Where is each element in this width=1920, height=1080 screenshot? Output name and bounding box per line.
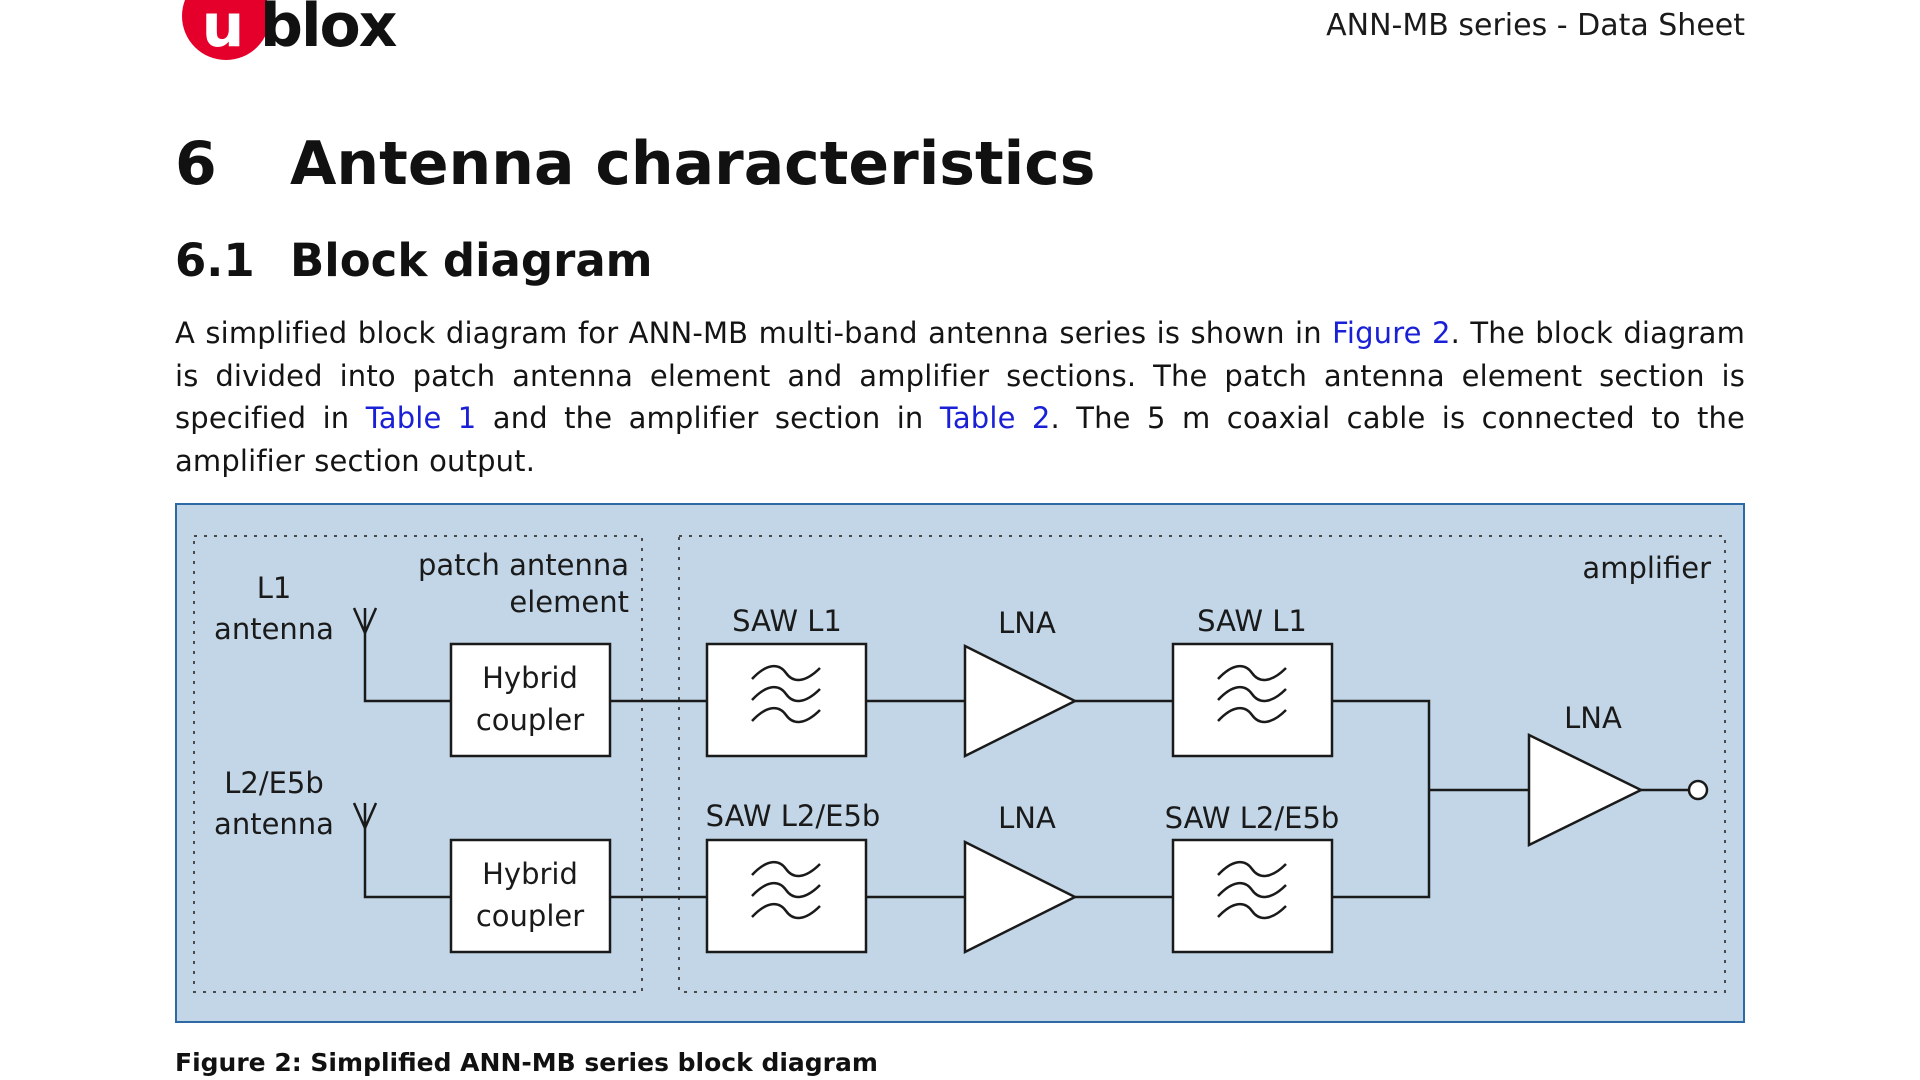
output-terminal <box>1687 779 1709 801</box>
document-title: ANN-MB series - Data Sheet <box>1326 8 1745 43</box>
subsection-title: Block diagram <box>290 234 653 287</box>
saw-filter-l1-first <box>705 642 868 758</box>
block-diagram: patch antenna element amplifier L1 anten… <box>175 503 1745 1023</box>
signal-wires <box>363 633 1690 899</box>
l2-antenna-label-line2: antenna <box>214 807 334 841</box>
lna-label: LNA <box>1564 701 1622 735</box>
section-heading: 6 Antenna characteristics <box>175 128 1096 200</box>
diagram-panel <box>175 503 1745 1023</box>
paragraph-text: . The block diagram is divided into patc… <box>175 316 1745 435</box>
table-2-link[interactable]: Table 2 <box>939 401 1051 435</box>
bandpass-filter-icon <box>751 665 821 724</box>
saw-label: SAW L2/E5b <box>706 799 881 833</box>
paragraph-text: . The 5 m coaxial cable is connected to … <box>175 401 1746 478</box>
lna-triangle-bottom <box>963 839 1078 955</box>
bandpass-filter-icon <box>1217 665 1287 724</box>
coupler-bottom-label-line2: coupler <box>476 899 584 933</box>
bandpass-filter-icon <box>1217 861 1287 920</box>
saw-filter-l2-first <box>705 838 868 954</box>
figure-caption: Figure 2: Simplified ANN-MB series block… <box>175 1048 878 1077</box>
svg-text:u: u <box>202 0 245 61</box>
paragraph-text: A simplified block diagram for ANN-MB mu… <box>175 316 1333 350</box>
lna-triangle-output <box>1527 732 1644 848</box>
hybrid-coupler-bottom <box>449 838 612 954</box>
hybrid-coupler-top <box>449 642 612 758</box>
amplifier-group-label: amplifier <box>1582 551 1711 585</box>
lna-triangle-top <box>963 643 1078 759</box>
patch-group-label-line1: patch antenna <box>418 548 629 582</box>
saw-label: SAW L1 <box>1197 604 1307 638</box>
coupler-bottom-label-line1: Hybrid <box>482 857 578 891</box>
l1-antenna-label-line1: L1 <box>257 571 292 605</box>
coupler-top-label-line2: coupler <box>476 703 584 737</box>
saw-label: SAW L2/E5b <box>1165 801 1340 835</box>
l2-antenna-label-line1: L2/E5b <box>224 766 324 800</box>
table-1-link[interactable]: Table 1 <box>365 401 477 435</box>
amplifier-group <box>678 535 1726 993</box>
section-number: 6 <box>175 129 217 199</box>
svg-text:blox: blox <box>260 0 397 61</box>
lna-label: LNA <box>998 801 1056 835</box>
saw-filter-l1-second <box>1171 642 1334 758</box>
saw-filter-l2-second <box>1171 838 1334 954</box>
patch-group-label-line2: element <box>509 585 629 619</box>
lna-label: LNA <box>998 606 1056 640</box>
paragraph-text: and the amplifier section in <box>476 401 940 435</box>
l1-antenna-label-line2: antenna <box>214 612 334 646</box>
saw-label: SAW L1 <box>732 604 842 638</box>
bandpass-filter-icon <box>751 861 821 920</box>
coupler-top-label-line1: Hybrid <box>482 661 578 695</box>
patch-antenna-group <box>193 535 643 993</box>
body-paragraph: A simplified block diagram for ANN-MB mu… <box>175 312 1745 482</box>
figure-2-link[interactable]: Figure 2 <box>1332 316 1451 350</box>
subsection-number: 6.1 <box>175 234 255 287</box>
ublox-logo: u blox <box>182 0 442 64</box>
subsection-heading: 6.1 Block diagram <box>175 233 653 289</box>
section-title: Antenna characteristics <box>290 129 1096 199</box>
